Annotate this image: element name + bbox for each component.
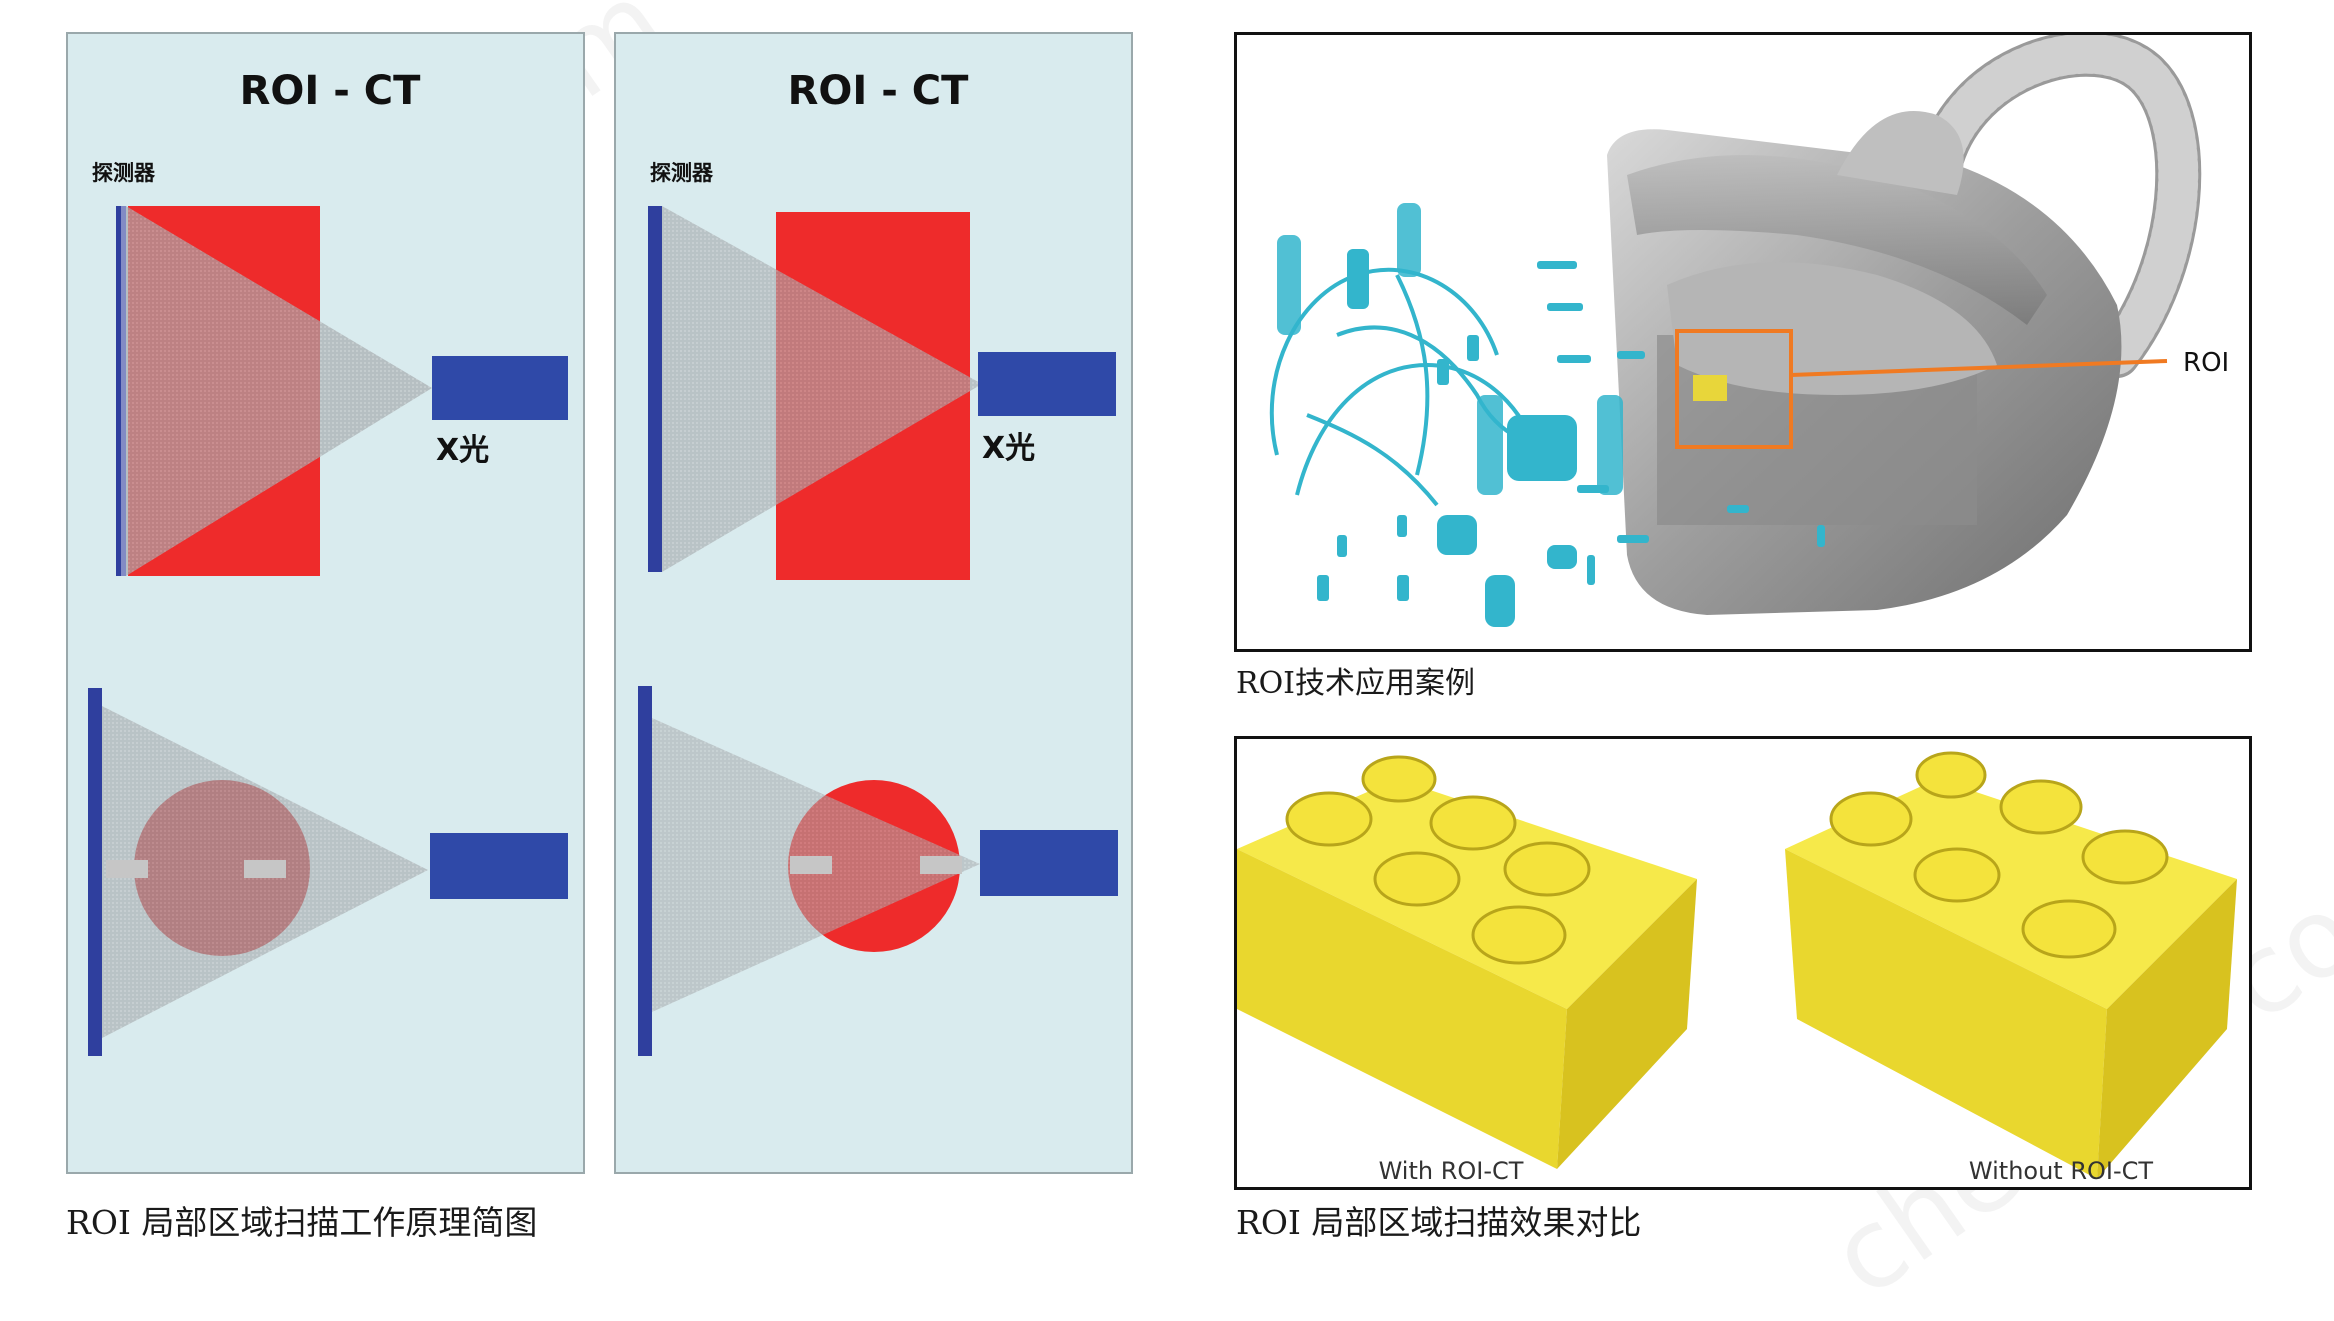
lego-comparison: With ROI-CT Without ROI-CT — [1237, 751, 2237, 1185]
roi-ct-panel-1: ROI - CT 探测器 X光 — [66, 32, 585, 1174]
rotation-axis-left — [106, 860, 148, 878]
rotation-axis-left — [790, 856, 832, 874]
rotation-axis-right — [244, 860, 286, 878]
lego-brick-with-roi — [1237, 755, 1697, 1169]
panel-title: ROI - CT — [788, 68, 969, 114]
detector-bar-bottom — [638, 686, 652, 1056]
left-figure-caption: ROI 局部区域扫描工作原理简图 — [66, 1203, 538, 1242]
ct-scan-render: ROI — [1269, 35, 2229, 627]
application-caption: ROI技术应用案例 — [1236, 666, 1476, 701]
panel-1-diagram: ROI - CT 探测器 X光 — [88, 68, 568, 1056]
comparison-frame: With ROI-CT Without ROI-CT — [1234, 736, 2252, 1190]
xray-label: X光 — [982, 431, 1035, 466]
detector-label: 探测器 — [92, 161, 156, 185]
roi-pointer-line — [1790, 359, 2168, 377]
lego-brick-without-roi — [1785, 751, 2237, 1179]
xray-beam — [126, 206, 432, 576]
xray-beam — [662, 206, 982, 572]
without-roi-label: Without ROI-CT — [1969, 1157, 2153, 1185]
xray-source-bottom — [430, 833, 568, 899]
roi-target-part — [1693, 375, 1727, 401]
roi-label: ROI — [2183, 348, 2229, 378]
xray-source — [978, 352, 1116, 416]
xray-label: X光 — [436, 433, 489, 468]
detector-bar — [648, 206, 662, 572]
roi-ct-panel-2: ROI - CT 探测器 X光 — [614, 32, 1133, 1174]
xray-source-bottom — [980, 830, 1118, 896]
xray-source — [432, 356, 568, 420]
comparison-caption: ROI 局部区域扫描效果对比 — [1236, 1203, 1642, 1242]
rotation-axis-right — [920, 856, 962, 874]
roi-application-frame: ROI — [1234, 32, 2252, 652]
panel-title: ROI - CT — [240, 68, 421, 114]
detector-bar — [116, 206, 126, 576]
with-roi-label: With ROI-CT — [1379, 1157, 1524, 1185]
detector-bar-bottom — [88, 688, 102, 1056]
detector-label: 探测器 — [650, 161, 714, 185]
roi-highlight-box — [1675, 329, 1793, 449]
panel-2-diagram: ROI - CT 探测器 X光 — [638, 68, 1118, 1056]
springs-and-screws — [1277, 203, 1825, 627]
